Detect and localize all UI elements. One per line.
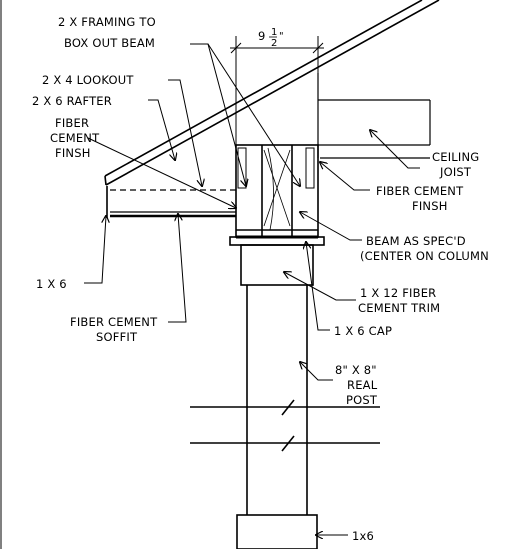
trim-label-2: CEMENT TRIM xyxy=(358,301,440,315)
beam-box xyxy=(235,144,319,239)
trim-label-1: 1 X 12 FIBER xyxy=(360,286,436,300)
post-label-1: 8" X 8" xyxy=(335,363,377,377)
lookout-label: 2 X 4 LOOKOUT xyxy=(42,73,134,87)
labels: 2 X FRAMING TO BOX OUT BEAM 9 1 2 " 2 X … xyxy=(32,15,489,543)
framing-label-2: BOX OUT BEAM xyxy=(64,36,155,50)
beam-label-1: BEAM AS SPEC'D xyxy=(366,234,466,248)
post-label-3: POST xyxy=(346,393,378,407)
dimension-line xyxy=(230,36,324,145)
ceiling-label-1: CEILING xyxy=(432,150,479,164)
one-by-six-label: 1 X 6 xyxy=(36,277,67,291)
roof-rafter xyxy=(104,0,440,218)
dimension-inch: " xyxy=(279,31,284,42)
soffit-label-1: FIBER CEMENT xyxy=(70,315,158,329)
fiber-finish-label-1: FIBER xyxy=(55,116,89,130)
dimension-frac-num: 1 xyxy=(271,27,278,38)
cap-label: 1 X 6 CAP xyxy=(334,324,392,338)
ceiling-joist xyxy=(317,73,431,159)
fiber-finish-label-3: FINSH xyxy=(55,146,91,160)
ceiling-label-2: JOIST xyxy=(439,165,472,179)
dimension-whole: 9 xyxy=(258,29,266,43)
framing-label-1: 2 X FRAMING TO xyxy=(58,15,156,29)
rafter-label: 2 X 6 RAFTER xyxy=(32,94,112,108)
fc-finish-label-2: FINSH xyxy=(412,199,448,213)
soffit-label-2: SOFFIT xyxy=(96,330,138,344)
dimension-frac-den: 2 xyxy=(271,38,278,49)
beam-label-2: (CENTER ON COLUMN xyxy=(360,249,489,263)
bottom-1x6-label: 1x6 xyxy=(352,529,374,543)
fc-finish-label-1: FIBER CEMENT xyxy=(376,184,464,198)
post xyxy=(190,285,380,549)
fiber-finish-label-2: CEMENT xyxy=(50,131,100,145)
post-label-2: REAL xyxy=(347,378,378,392)
trim-and-cap xyxy=(229,236,325,286)
leader-lines xyxy=(84,43,420,535)
lookout xyxy=(110,189,236,218)
